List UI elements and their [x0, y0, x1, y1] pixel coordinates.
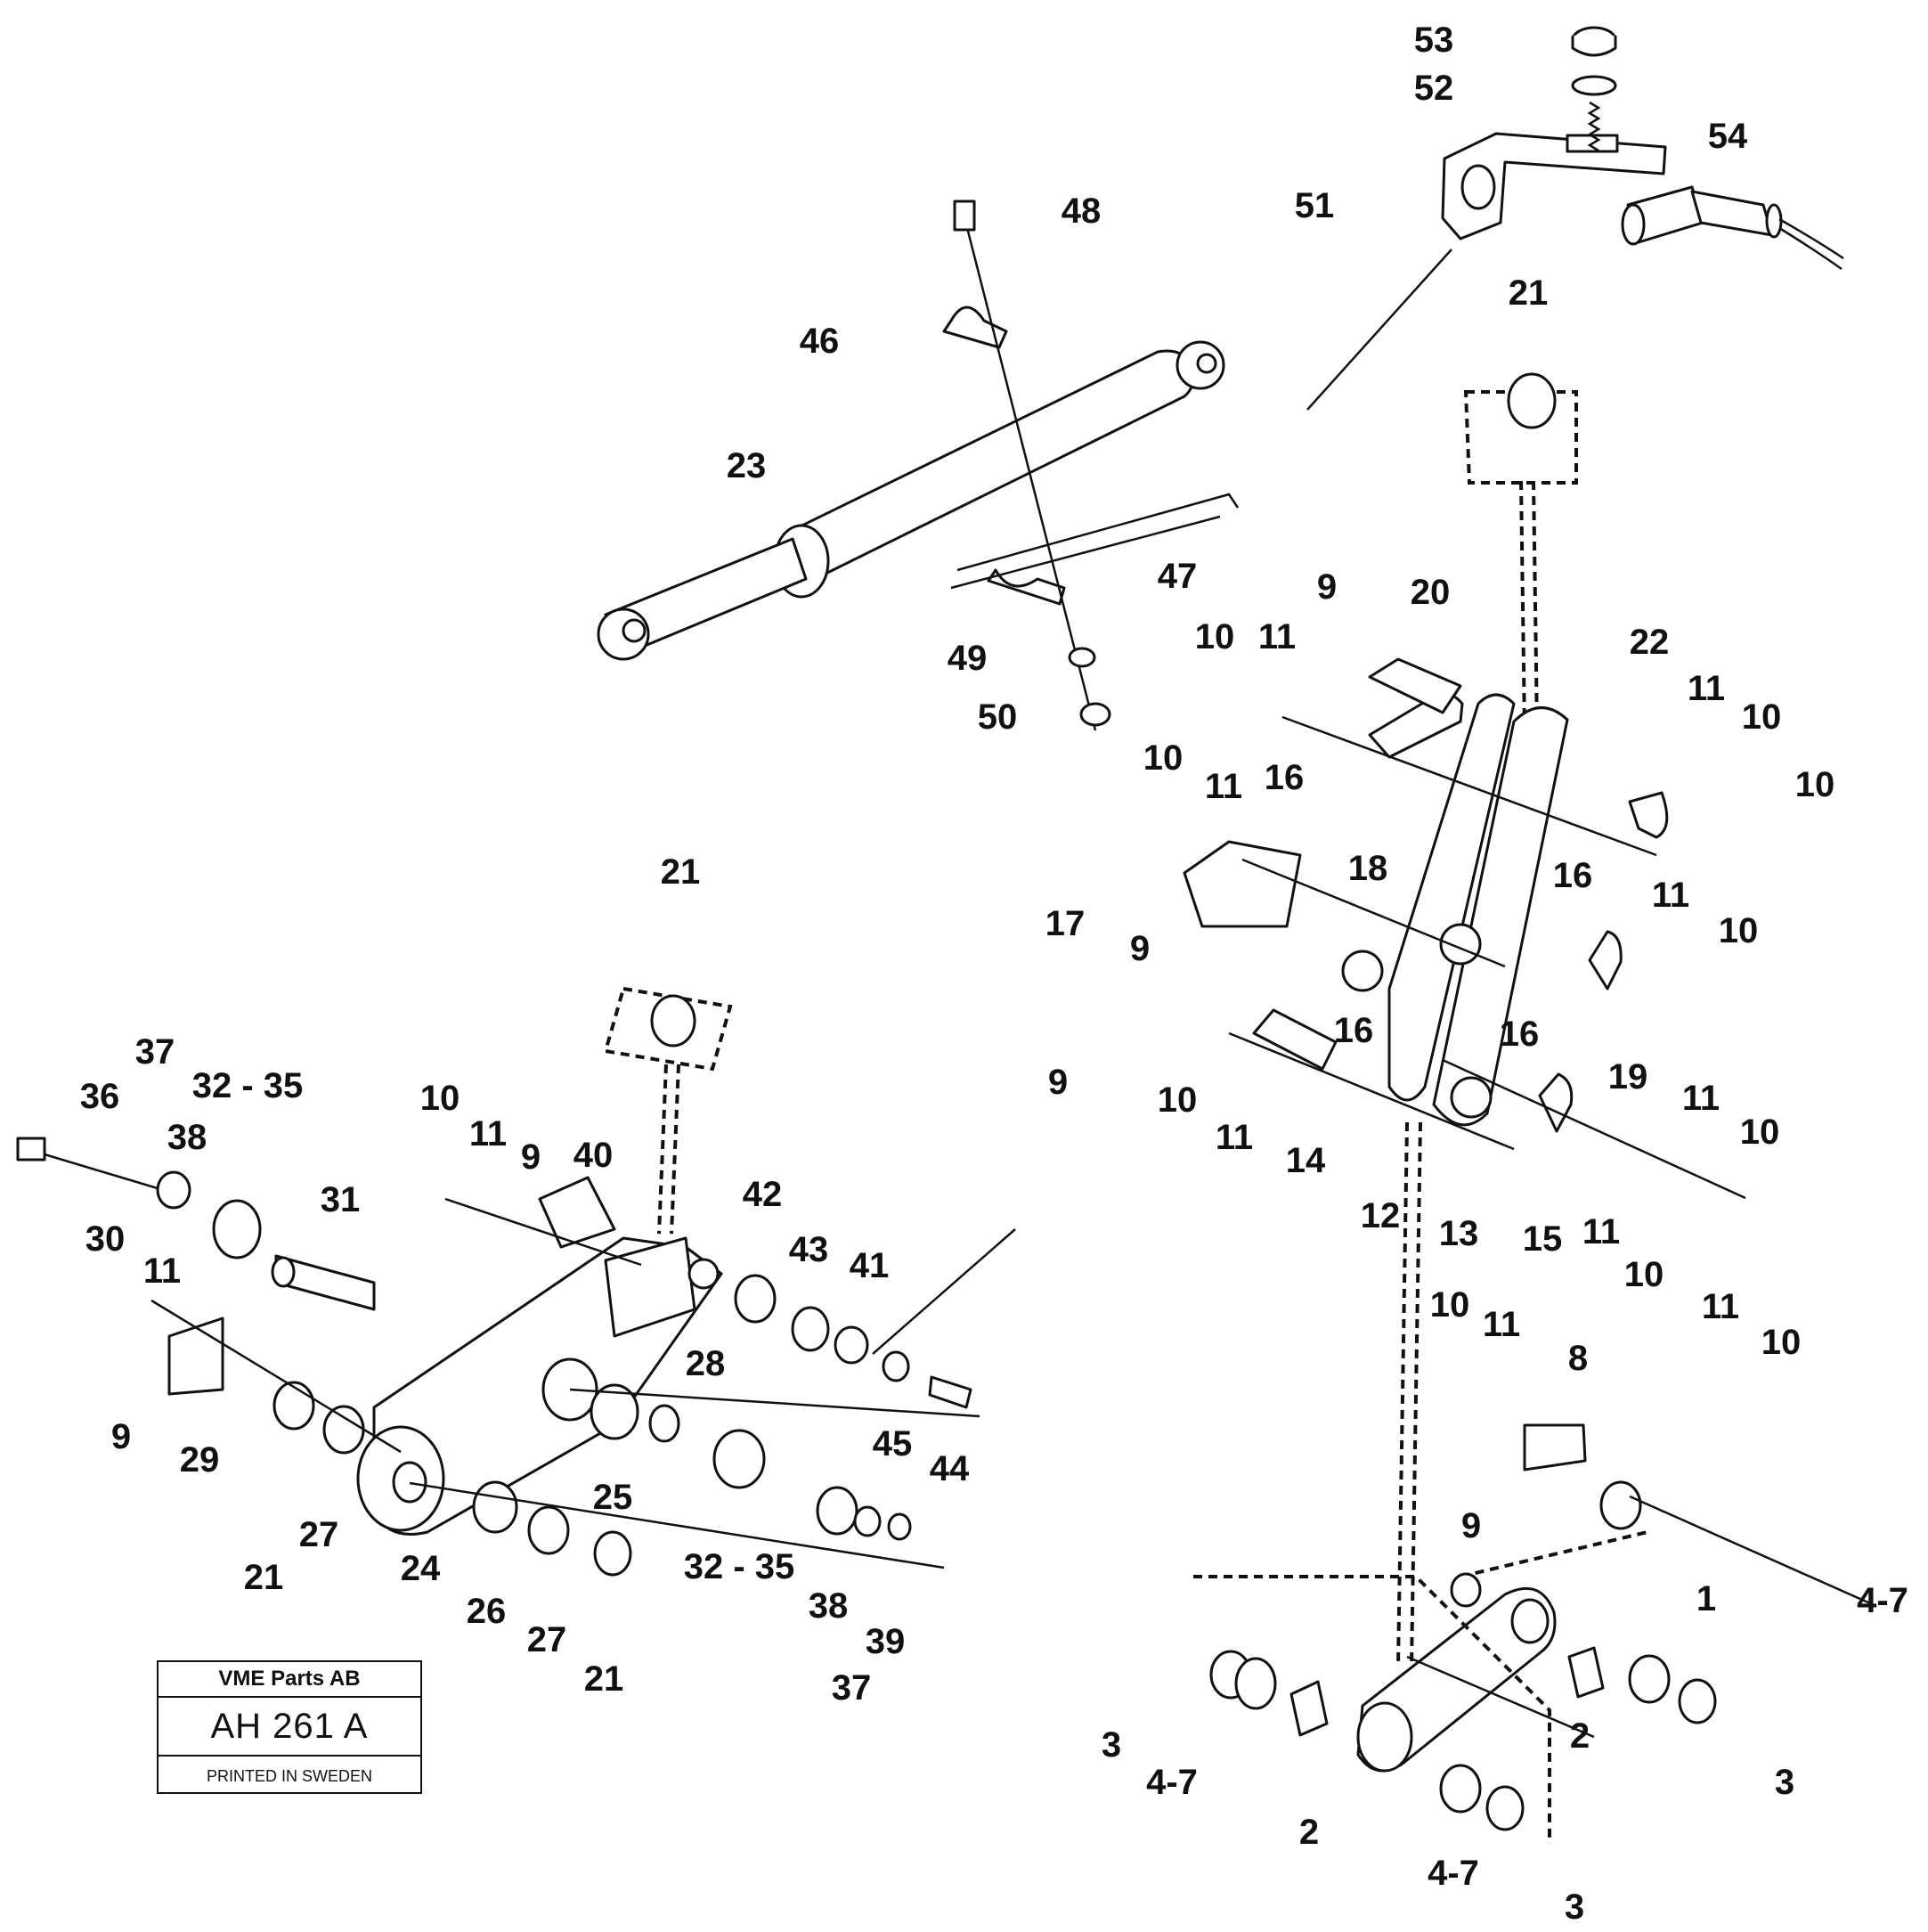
callout-c3b: 3	[1775, 1763, 1794, 1802]
callout-c9f: 9	[1461, 1506, 1481, 1545]
hydraulic-cylinder	[597, 200, 1240, 731]
callout-c21a: 21	[1509, 273, 1549, 313]
callout-c41: 41	[850, 1246, 890, 1285]
callout-c9c: 9	[1048, 1063, 1068, 1102]
callout-c52: 52	[1414, 69, 1454, 108]
callout-c23: 23	[727, 446, 767, 485]
drawing-id: AH 261 A	[159, 1698, 420, 1757]
callout-c51: 51	[1295, 186, 1335, 225]
callout-c32b: 32 - 35	[684, 1547, 795, 1586]
callout-c3c: 3	[1565, 1887, 1584, 1927]
callout-c16b: 16	[1553, 856, 1593, 895]
callout-c9a: 9	[1317, 567, 1337, 607]
callout-c40: 40	[574, 1136, 614, 1175]
callout-c10i: 10	[1624, 1255, 1664, 1294]
callout-c9d: 9	[521, 1137, 541, 1177]
callout-c16d: 16	[1500, 1015, 1540, 1054]
callout-c11h: 11	[1582, 1212, 1620, 1251]
callout-c53: 53	[1414, 20, 1454, 60]
callout-c26: 26	[467, 1592, 507, 1631]
callout-c38a: 38	[167, 1118, 207, 1157]
callout-c10j: 10	[1430, 1285, 1470, 1325]
callout-c19: 19	[1608, 1057, 1648, 1096]
callout-c1: 1	[1696, 1579, 1716, 1618]
callout-c11a: 11	[1258, 617, 1296, 656]
callout-c54: 54	[1708, 117, 1748, 156]
callout-c17: 17	[1045, 904, 1086, 943]
callout-c3a: 3	[1102, 1725, 1121, 1765]
callout-c10b: 10	[1742, 697, 1782, 737]
callout-c11f: 11	[1216, 1118, 1253, 1157]
callout-c13: 13	[1439, 1214, 1479, 1253]
callout-c45: 45	[873, 1424, 913, 1463]
callout-c11k: 11	[1702, 1287, 1739, 1326]
callout-c2b: 2	[1299, 1813, 1319, 1852]
callout-c9e: 9	[111, 1417, 131, 1456]
callout-c10f: 10	[420, 1079, 460, 1118]
callout-c44: 44	[930, 1449, 970, 1488]
callout-c10h: 10	[1740, 1113, 1780, 1152]
callout-c27b: 27	[527, 1620, 567, 1659]
bottom-link-assembly	[1193, 1423, 1871, 1844]
callout-c25: 25	[593, 1478, 633, 1517]
callout-c11d: 11	[1652, 876, 1689, 915]
callout-c42: 42	[743, 1175, 783, 1214]
company-name: VME Parts AB	[159, 1662, 420, 1698]
callout-c38b: 38	[809, 1586, 849, 1626]
callout-c10c: 10	[1143, 738, 1184, 778]
callout-c10e: 10	[1719, 911, 1759, 950]
left-lever-assembly	[16, 986, 1016, 1577]
callout-c11g: 11	[1682, 1079, 1720, 1118]
callout-c11j: 11	[1483, 1305, 1520, 1344]
callout-c10a: 10	[1195, 617, 1235, 656]
callout-c30: 30	[85, 1219, 126, 1259]
callout-c47d: 4-7	[1428, 1854, 1479, 1893]
callout-c48: 48	[1062, 192, 1102, 231]
callout-c28: 28	[686, 1344, 726, 1383]
callout-c50: 50	[978, 697, 1018, 737]
callout-c10k: 10	[1761, 1323, 1802, 1362]
callout-c49: 49	[948, 639, 988, 678]
callout-c24: 24	[401, 1549, 441, 1588]
callout-c9b: 9	[1130, 929, 1150, 968]
callout-c29: 29	[180, 1440, 220, 1480]
callout-c12: 12	[1361, 1196, 1401, 1235]
callout-c22: 22	[1630, 623, 1670, 662]
callout-c21b: 21	[661, 852, 701, 892]
callout-c36: 36	[80, 1077, 120, 1116]
callout-c11b: 11	[1688, 669, 1725, 708]
callout-c11e: 11	[469, 1114, 507, 1153]
bracket-assembly	[1306, 26, 1844, 411]
callout-c10g: 10	[1158, 1080, 1198, 1120]
callout-c15: 15	[1523, 1219, 1563, 1259]
callout-c14: 14	[1286, 1141, 1326, 1180]
callout-c16a: 16	[1265, 758, 1305, 797]
callout-c11c: 11	[1205, 767, 1242, 806]
callout-c21c: 21	[244, 1558, 284, 1597]
callout-c47b: 4-7	[1857, 1581, 1908, 1620]
title-block: VME Parts AB AH 261 A PRINTED IN SWEDEN	[157, 1660, 422, 1794]
callout-c47c: 4-7	[1146, 1763, 1198, 1802]
callout-c20: 20	[1411, 573, 1451, 612]
callout-c27a: 27	[299, 1515, 339, 1554]
callout-c37b: 37	[832, 1668, 872, 1708]
callout-c8: 8	[1568, 1339, 1588, 1378]
printed-note: PRINTED IN SWEDEN	[206, 1766, 372, 1785]
callout-c31: 31	[321, 1180, 361, 1219]
callout-c18: 18	[1348, 849, 1388, 888]
callout-c16c: 16	[1334, 1011, 1374, 1050]
callout-c47: 47	[1158, 557, 1198, 596]
callout-c43: 43	[789, 1230, 829, 1269]
callout-c46: 46	[800, 322, 840, 361]
callout-c37a: 37	[135, 1032, 175, 1072]
callout-c21d: 21	[584, 1659, 624, 1699]
callout-c32a: 32 - 35	[192, 1066, 304, 1105]
right-lever-assembly	[1183, 372, 1746, 1667]
callout-c39: 39	[866, 1622, 906, 1661]
callout-c2a: 2	[1570, 1716, 1590, 1756]
callout-c10d: 10	[1795, 765, 1835, 804]
callout-c11i: 11	[143, 1251, 181, 1291]
